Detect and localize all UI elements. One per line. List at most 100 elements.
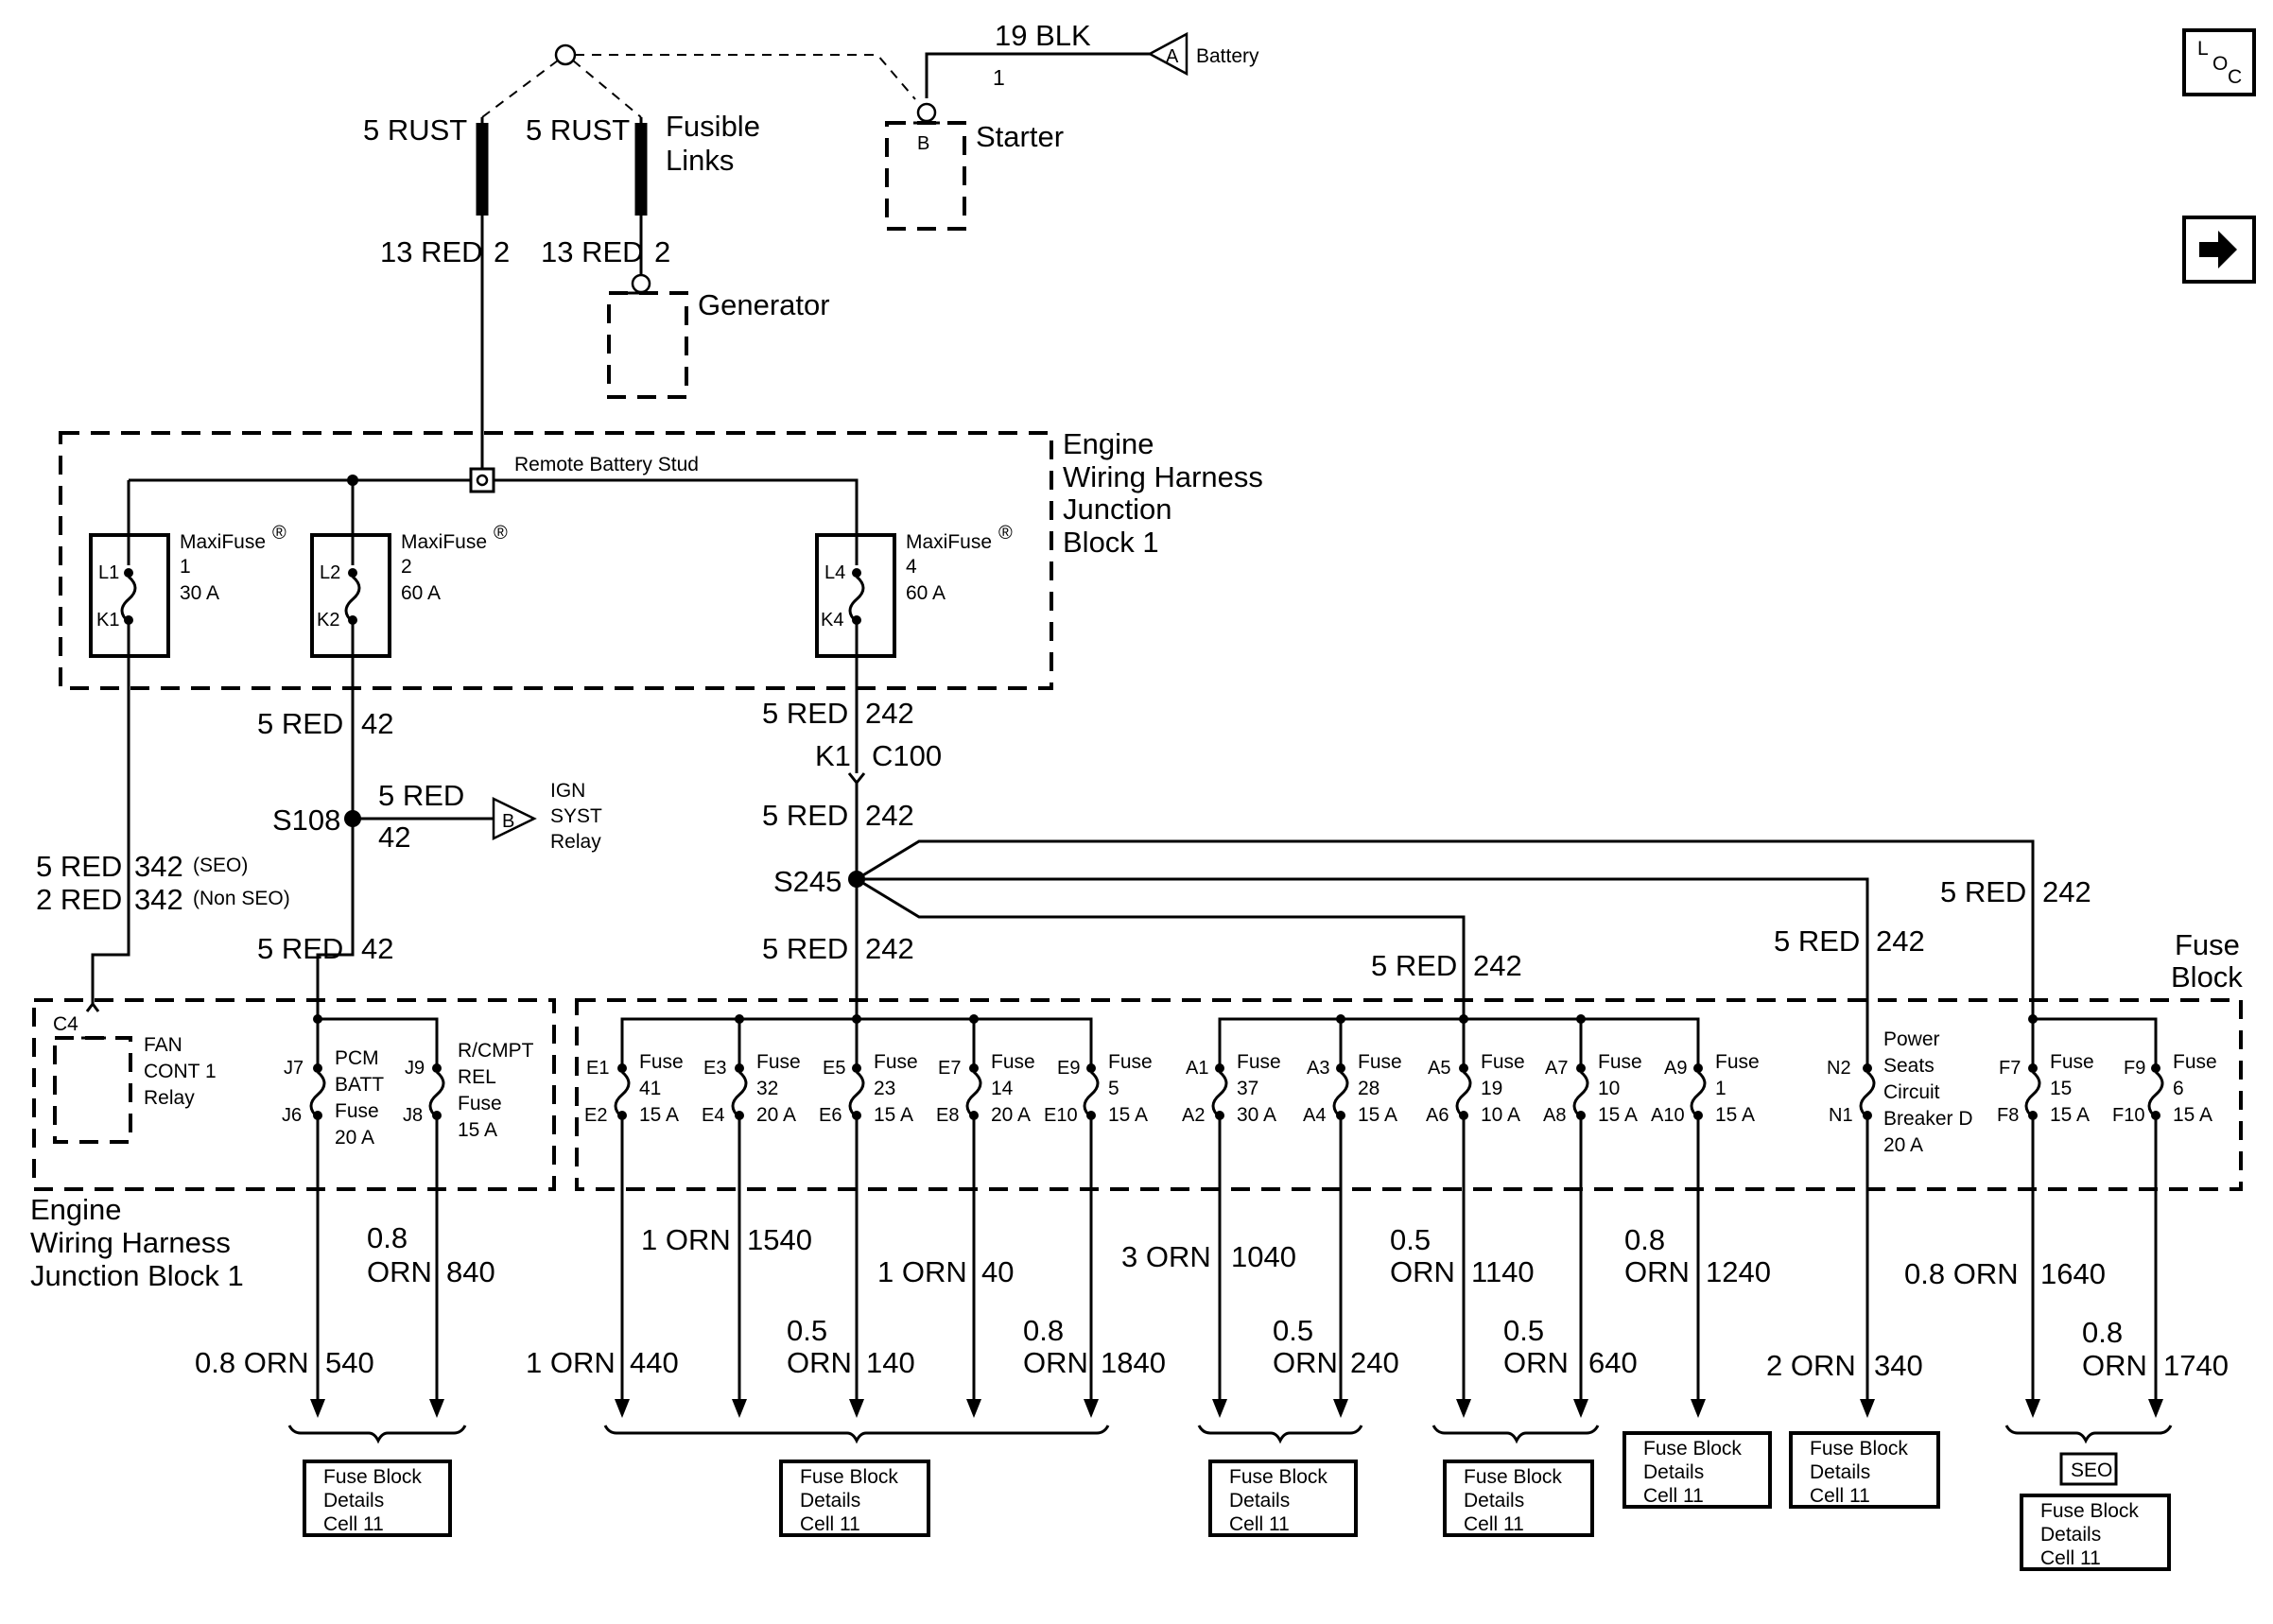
- battery-connector: A: [1147, 31, 1189, 77]
- svg-text:J8: J8: [403, 1105, 423, 1126]
- red-right-label: 13 RED: [541, 235, 644, 268]
- svg-text:E4: E4: [702, 1105, 724, 1126]
- ejb-label-1: Engine: [30, 1193, 122, 1226]
- svg-text:20 A: 20 A: [335, 1127, 374, 1149]
- fuse-15: F7 F8 Fuse 15 15 A: [1997, 1051, 2094, 1126]
- svg-text:2: 2: [401, 556, 412, 578]
- starter-terminal: [916, 102, 937, 123]
- w840-size-2: ORN: [367, 1255, 432, 1288]
- fuse-19: A5 A6 Fuse 19 10 A: [1426, 1051, 1525, 1126]
- loc-letter-o: O: [2212, 53, 2228, 75]
- w640-size-2: ORN: [1503, 1346, 1569, 1379]
- svg-text:®: ®: [272, 523, 286, 544]
- w340-circ: 340: [1874, 1349, 1923, 1382]
- svg-text:Fuse Block: Fuse Block: [1464, 1466, 1562, 1488]
- svg-text:Fuse: Fuse: [756, 1051, 801, 1073]
- svg-text:4: 4: [906, 556, 917, 578]
- w440-circ: 440: [630, 1346, 679, 1379]
- svg-text:41: 41: [639, 1078, 661, 1099]
- next-page-button[interactable]: [2182, 216, 2256, 284]
- w1840-circ: 1840: [1101, 1346, 1166, 1379]
- red-left-label: 13 RED: [380, 235, 483, 268]
- fuse-pcm-batt: J7 J6 PCM BATT Fuse 20 A: [282, 1047, 384, 1149]
- battery-label: Battery: [1196, 45, 1259, 67]
- svg-text:A7: A7: [1545, 1058, 1568, 1079]
- svg-text:23: 23: [874, 1078, 895, 1099]
- ref-fuse-block-details-3[interactable]: Fuse Block Details Cell 11: [1208, 1460, 1358, 1537]
- ign-size: 5 RED: [378, 779, 464, 812]
- svg-text:J9: J9: [405, 1058, 425, 1079]
- jb-title-1: Engine: [1063, 427, 1154, 460]
- starter-label: Starter: [976, 120, 1064, 153]
- svg-text:19: 19: [1481, 1078, 1502, 1099]
- loc-button[interactable]: L O C: [2182, 28, 2256, 96]
- svg-text:15 A: 15 A: [458, 1119, 497, 1141]
- fuse-block: [575, 998, 2243, 1191]
- svg-text:PCM: PCM: [335, 1047, 379, 1069]
- svg-text:5: 5: [1108, 1078, 1119, 1099]
- remote-stud-label: Remote Battery Stud: [514, 454, 699, 475]
- svg-text:Fuse Block: Fuse Block: [1810, 1438, 1908, 1460]
- starter-box: [885, 121, 966, 231]
- seo-tag-box: SEO: [2059, 1452, 2118, 1486]
- svg-text:F10: F10: [2112, 1105, 2144, 1126]
- ref-fuse-block-details-2[interactable]: Fuse Block Details Cell 11: [779, 1460, 930, 1537]
- svg-text:Details: Details: [800, 1490, 860, 1512]
- red-left-pin: 2: [494, 235, 510, 268]
- svg-text:15: 15: [2050, 1078, 2072, 1099]
- ign-label-2: SYST: [550, 805, 602, 827]
- maxifuse-1-name: MaxiFuse: [180, 531, 266, 553]
- ref-fuse-block-details-4[interactable]: Fuse Block Details Cell 11: [1443, 1460, 1594, 1537]
- w540-circ: 540: [325, 1346, 374, 1379]
- ref-fuse-block-details-7[interactable]: Fuse Block Details Cell 11: [2020, 1494, 2171, 1571]
- w1140-circ: 1140: [1471, 1255, 1535, 1288]
- w240-circ: 240: [1350, 1346, 1399, 1379]
- generator-box: [607, 291, 688, 399]
- red-right-pin: 2: [654, 235, 670, 268]
- w1640-size: 0.8 ORN: [1904, 1257, 2019, 1290]
- ref-fuse-block-details-6[interactable]: Fuse Block Details Cell 11: [1789, 1431, 1940, 1509]
- svg-text:F7: F7: [1999, 1058, 2021, 1079]
- w1040-size: 3 ORN: [1121, 1240, 1211, 1273]
- svg-text:20 A: 20 A: [991, 1104, 1031, 1126]
- svg-text:B: B: [502, 811, 514, 832]
- starter-pin: B: [917, 133, 929, 154]
- w1240-size-1: 0.8: [1624, 1223, 1665, 1256]
- svg-text:F9: F9: [2124, 1058, 2145, 1079]
- ign-label-1: IGN: [550, 780, 585, 802]
- svg-text:1: 1: [180, 556, 191, 578]
- loc-letter-l: L: [2197, 38, 2209, 60]
- w242-a-circ: 242: [865, 697, 914, 730]
- svg-text:E5: E5: [823, 1058, 845, 1079]
- ref-fuse-block-details-1[interactable]: Fuse Block Details Cell 11: [303, 1460, 452, 1537]
- svg-text:Fuse Block: Fuse Block: [800, 1466, 898, 1488]
- fuse-23: E5 E6 Fuse 23 15 A: [819, 1051, 918, 1126]
- power-seats-circuit-breaker: N2 N1 Power Seats Circuit Breaker D 20 A: [1827, 1028, 1973, 1156]
- w342-seo-tag: (SEO): [193, 855, 248, 876]
- svg-text:Details: Details: [2040, 1524, 2101, 1546]
- svg-text:E10: E10: [1044, 1105, 1078, 1126]
- svg-text:L2: L2: [320, 562, 340, 583]
- svg-text:E6: E6: [819, 1105, 842, 1126]
- svg-text:A5: A5: [1428, 1058, 1450, 1079]
- svg-text:E9: E9: [1057, 1058, 1080, 1079]
- svg-text:15 A: 15 A: [874, 1104, 913, 1126]
- maxifuse-4-name: MaxiFuse: [906, 531, 992, 553]
- generator-label: Generator: [698, 288, 830, 321]
- svg-text:28: 28: [1358, 1078, 1379, 1099]
- jb-title-3: Junction: [1063, 492, 1171, 526]
- ref-fuse-block-details-5[interactable]: Fuse Block Details Cell 11: [1622, 1431, 1772, 1509]
- w1040-circ: 1040: [1231, 1240, 1296, 1273]
- svg-text:N2: N2: [1827, 1058, 1851, 1079]
- fusible-label-1: Fusible: [666, 110, 760, 143]
- svg-text:Cell 11: Cell 11: [1643, 1485, 1704, 1507]
- w42-top-size: 5 RED: [257, 707, 343, 740]
- w1540-size: 1 ORN: [641, 1223, 731, 1256]
- generator-terminal: [631, 273, 651, 294]
- fusible-right-size: 5 RUST: [526, 113, 630, 147]
- svg-text:A8: A8: [1543, 1105, 1566, 1126]
- svg-text:Cell 11: Cell 11: [323, 1513, 384, 1535]
- svg-text:J6: J6: [282, 1105, 302, 1126]
- w140-size-1: 0.5: [787, 1314, 827, 1347]
- svg-text:20 A: 20 A: [756, 1104, 796, 1126]
